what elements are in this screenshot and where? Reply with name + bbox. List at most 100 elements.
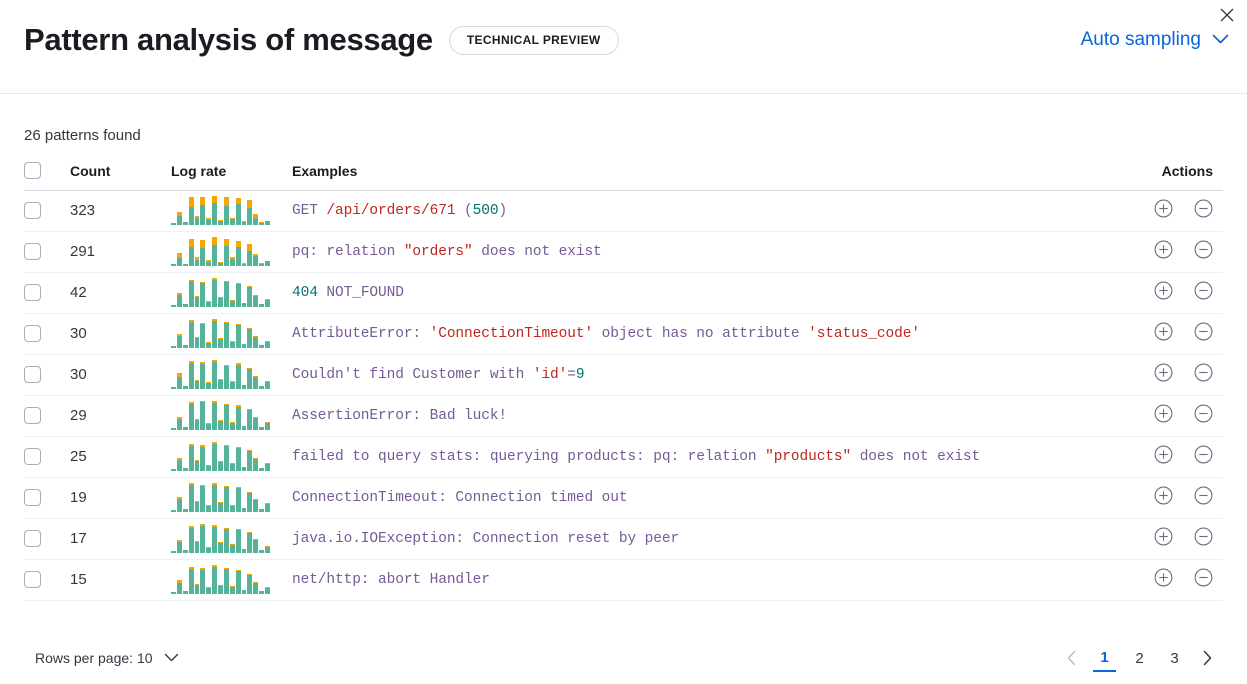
plus-in-circle-icon[interactable] <box>1154 404 1173 428</box>
select-all-checkbox[interactable] <box>24 162 41 180</box>
sparkline-bar <box>194 501 200 512</box>
sparkline-bar <box>223 528 229 553</box>
row-checkbox[interactable] <box>24 489 41 506</box>
plus-in-circle-icon[interactable] <box>1154 363 1173 387</box>
row-checkbox[interactable] <box>24 407 41 424</box>
sparkline-bar <box>223 404 229 430</box>
minus-in-circle-icon[interactable] <box>1194 568 1213 592</box>
log-rate-sparkline <box>171 196 270 225</box>
sparkline-bar <box>235 241 241 266</box>
sparkline-bar <box>265 586 270 594</box>
close-icon[interactable] <box>1214 2 1240 28</box>
page-number-2[interactable]: 2 <box>1135 649 1144 667</box>
minus-in-circle-icon[interactable] <box>1194 363 1213 387</box>
sparkline-bar <box>265 220 270 225</box>
sparkline-bar <box>188 526 194 553</box>
page-number-1[interactable]: 1 <box>1093 645 1116 672</box>
count-value: 291 <box>70 231 171 273</box>
sparkline-bar <box>218 419 223 430</box>
sparkline-bar <box>212 442 217 471</box>
minus-in-circle-icon[interactable] <box>1194 527 1213 551</box>
example-token: net/http: abort Handler <box>292 571 490 588</box>
sparkline-bar <box>188 196 194 225</box>
sparkline-bar <box>265 462 270 471</box>
log-rate-sparkline <box>171 319 270 348</box>
row-checkbox[interactable] <box>24 202 41 219</box>
sparkline-bar <box>212 525 217 553</box>
sparkline-bar <box>176 334 182 348</box>
row-select-cell <box>24 190 70 232</box>
sparkline-bar <box>218 584 223 594</box>
previous-page-button[interactable] <box>1056 643 1087 674</box>
actions-cell <box>1092 559 1223 601</box>
sparkline-bar <box>259 590 264 594</box>
minus-in-circle-icon[interactable] <box>1194 240 1213 264</box>
sparkline-bar <box>265 422 270 430</box>
sparkline-bar <box>182 263 188 266</box>
minus-in-circle-icon[interactable] <box>1194 322 1213 346</box>
row-checkbox[interactable] <box>24 530 41 547</box>
example-text: java.io.IOException: Connection reset by… <box>292 518 1092 560</box>
plus-in-circle-icon[interactable] <box>1154 281 1173 305</box>
row-checkbox[interactable] <box>24 571 41 588</box>
sparkline-bar <box>171 223 176 225</box>
plus-in-circle-icon[interactable] <box>1154 568 1173 592</box>
row-checkbox[interactable] <box>24 366 41 383</box>
sparkline-bar <box>259 344 264 348</box>
minus-in-circle-icon[interactable] <box>1194 445 1213 469</box>
rows-per-page-button[interactable]: Rows per page: 10 <box>24 650 179 666</box>
column-header-examples: Examples <box>292 160 1092 191</box>
row-checkbox[interactable] <box>24 325 41 342</box>
row-checkbox[interactable] <box>24 243 41 260</box>
sparkline-bar <box>241 589 247 594</box>
sparkline-bar <box>176 540 182 553</box>
sparkline-bar <box>259 508 264 512</box>
row-checkbox[interactable] <box>24 448 41 465</box>
plus-in-circle-icon[interactable] <box>1154 322 1173 346</box>
plus-in-circle-icon[interactable] <box>1154 199 1173 223</box>
page-title: Pattern analysis of message <box>24 22 433 57</box>
plus-in-circle-icon[interactable] <box>1154 527 1173 551</box>
sparkline-bar <box>194 459 200 471</box>
sparkline-bar <box>188 402 194 430</box>
example-token: ) <box>498 202 508 219</box>
example-token: failed to query stats: querying products… <box>292 448 766 465</box>
example-token: /api/orders/671 <box>326 202 456 219</box>
sparkline-bar <box>223 568 229 594</box>
rows-per-page-label: Rows per page: 10 <box>35 650 153 666</box>
page-number-3[interactable]: 3 <box>1170 649 1179 667</box>
plus-in-circle-icon[interactable] <box>1154 240 1173 264</box>
sparkline-bar <box>229 380 235 389</box>
sparkline-bar <box>241 425 247 430</box>
plus-in-circle-icon[interactable] <box>1154 486 1173 510</box>
sparkline-bar <box>247 531 253 553</box>
minus-in-circle-icon[interactable] <box>1194 404 1213 428</box>
sparkline-bar <box>206 504 212 512</box>
next-page-button[interactable] <box>1192 643 1223 674</box>
auto-sampling-button[interactable]: Auto sampling <box>1081 29 1229 51</box>
sparkline-bar <box>253 253 259 266</box>
sparkline-bar <box>235 487 241 512</box>
row-checkbox[interactable] <box>24 284 41 301</box>
log-rate-cell <box>171 272 292 314</box>
minus-in-circle-icon[interactable] <box>1194 199 1213 223</box>
minus-in-circle-icon[interactable] <box>1194 486 1213 510</box>
sparkline-bar <box>182 590 188 594</box>
minus-in-circle-icon[interactable] <box>1194 281 1213 305</box>
sparkline-bar <box>253 416 259 430</box>
example-text: GET /api/orders/671 (500) <box>292 190 1092 232</box>
sparkline-bar <box>241 220 247 225</box>
example-token: does not exist <box>851 448 981 465</box>
plus-in-circle-icon[interactable] <box>1154 445 1173 469</box>
